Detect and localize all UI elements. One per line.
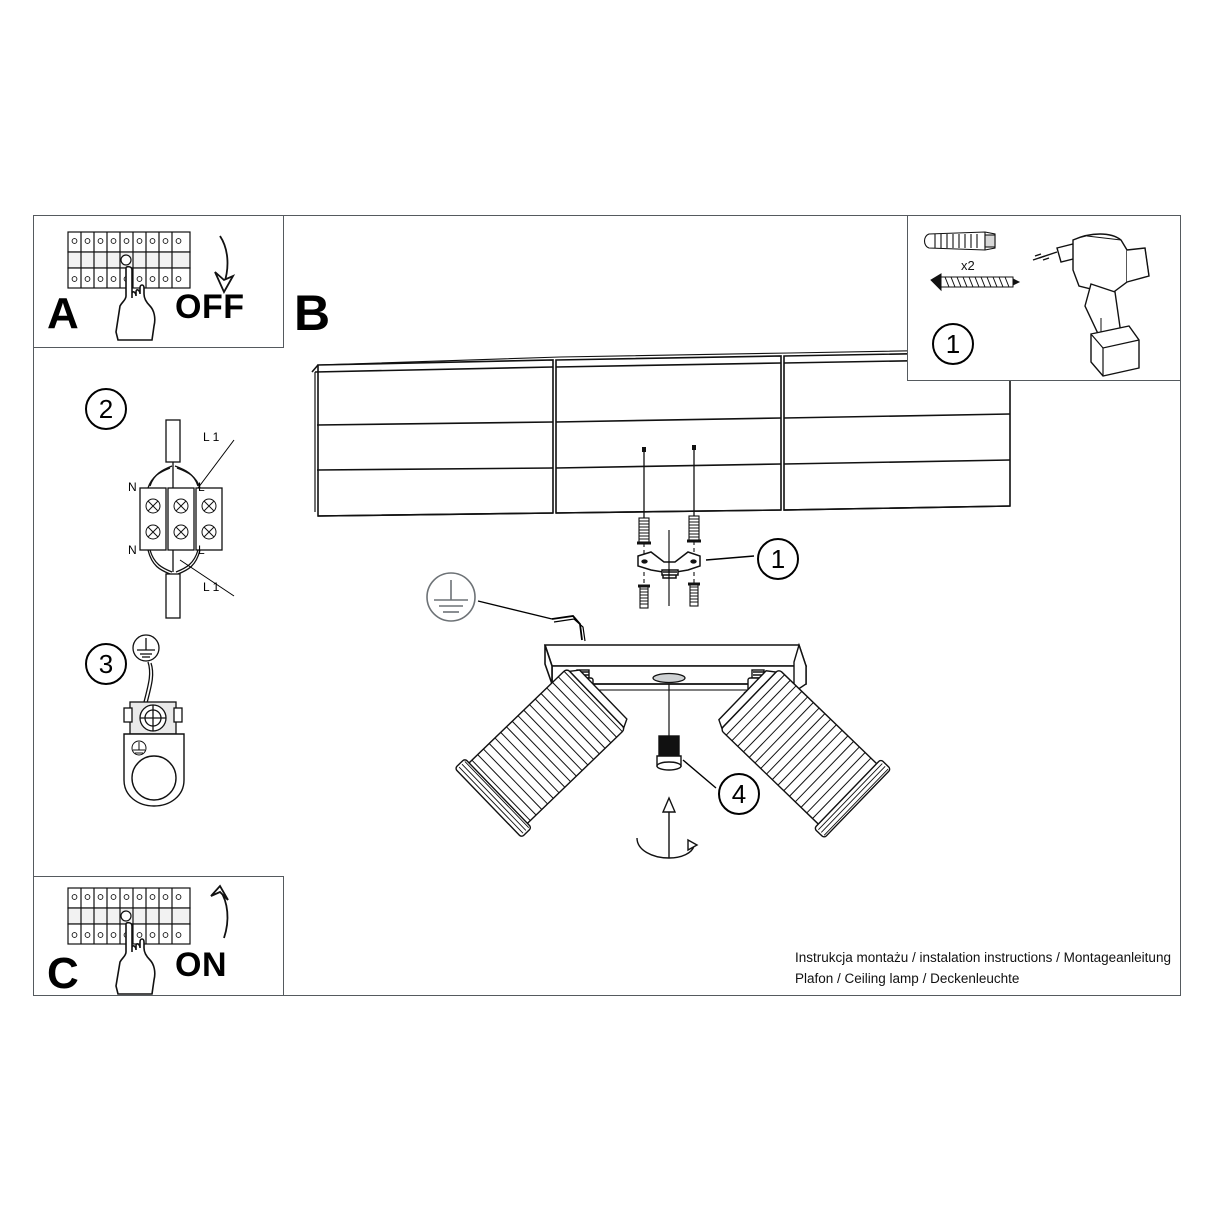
wire-label-bottom-l: L [198,543,205,557]
wire-label-bottom-n: N [128,543,137,557]
drill-hole-axes [642,445,696,527]
spot-head-right-icon [718,670,891,838]
lamp-center-boss-icon [652,672,686,684]
panel-b-letter: B [294,285,331,341]
ceiling-panels-icon [311,348,1014,517]
spot-head-left-icon [455,669,628,837]
panel-a-action-label: OFF [175,288,245,326]
caption-block: Instrukcja montażu / instalation instruc… [795,948,1175,990]
power-drill-icon [1032,233,1150,377]
plug-quantity-label: x2 [961,258,975,273]
callout-4: 4 [718,773,760,815]
leader-earth-cable [477,600,553,620]
panel-a-letter: A [47,289,79,338]
screw-icon [930,273,1021,292]
wire-label-top-l: L [198,480,205,494]
wire-label-top-n: N [128,480,137,494]
callout-3: 3 [85,643,127,685]
panel-one-drawing [923,231,1150,377]
wire-label-leaders [179,439,235,597]
lamp-bulb-icon [656,684,682,771]
panel-c-letter: C [47,949,79,998]
terminal-block-icon [139,419,223,619]
caption-line-2: Plafon / Ceiling lamp / Deckenleuchte [795,970,1020,986]
earth-terminal-screw-icon [123,634,185,807]
panel-c-action-label: ON [175,946,227,984]
fuse-box-hand-icon-on [67,884,229,995]
wire-label-top-l1: L 1 [203,430,220,444]
rotate-arrow-icon [636,796,699,859]
callout-1-bracket: 1 [757,538,799,580]
fuse-box-hand-icon [67,231,236,341]
earth-ground-symbol-icon [426,572,476,622]
sheet-outer-frame [33,215,1181,996]
screw-pair-lower-icon [638,572,700,609]
lamp-cable-icon [551,615,583,641]
wall-plug-icon [923,231,996,251]
caption-line-1: Instrukcja montażu / instalation instruc… [795,950,1171,965]
callout-2: 2 [85,388,127,430]
callout-1-panel-one: 1 [932,323,974,365]
earth-ground-icon [132,634,160,662]
leader-bracket-callout [705,555,755,561]
leader-bulb-callout [682,759,717,789]
